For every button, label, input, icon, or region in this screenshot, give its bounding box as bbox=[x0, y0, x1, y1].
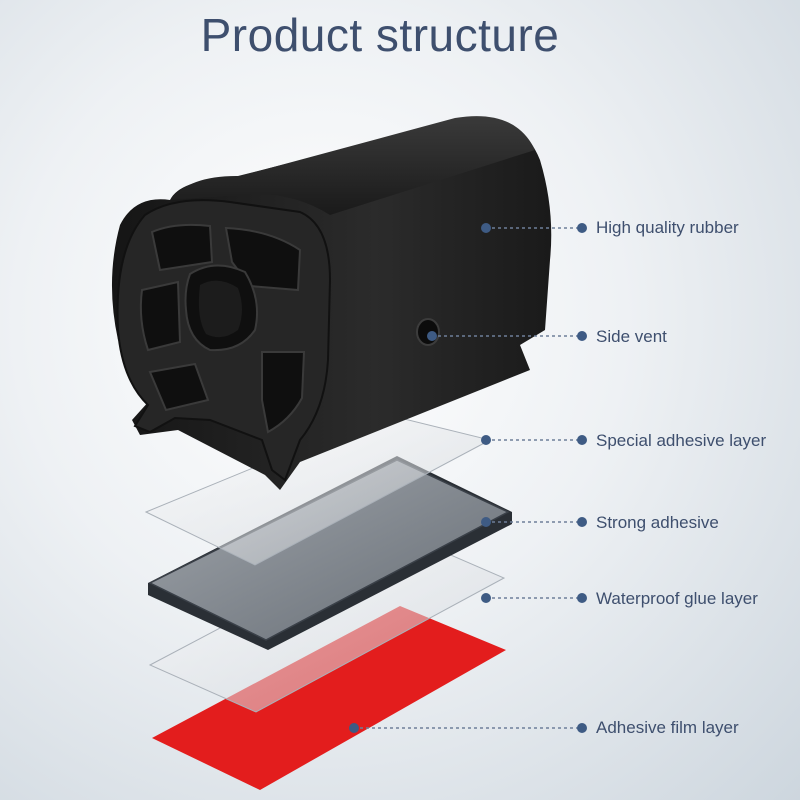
side-vent-hole bbox=[416, 318, 440, 346]
label-vent: Side vent bbox=[596, 327, 667, 346]
callout-lines bbox=[354, 227, 582, 729]
label-strong-adhesive: Strong adhesive bbox=[596, 513, 719, 532]
rubber-top bbox=[170, 116, 535, 215]
page-title: Product structure bbox=[200, 9, 560, 61]
adhesive-film-layer bbox=[152, 606, 506, 790]
label-adhesive-film: Adhesive film layer bbox=[596, 718, 739, 737]
label-special-adhesive: Special adhesive layer bbox=[596, 431, 767, 450]
label-rubber: High quality rubber bbox=[596, 218, 739, 237]
callout-dots bbox=[349, 223, 587, 733]
label-waterproof-glue: Waterproof glue layer bbox=[596, 589, 758, 608]
